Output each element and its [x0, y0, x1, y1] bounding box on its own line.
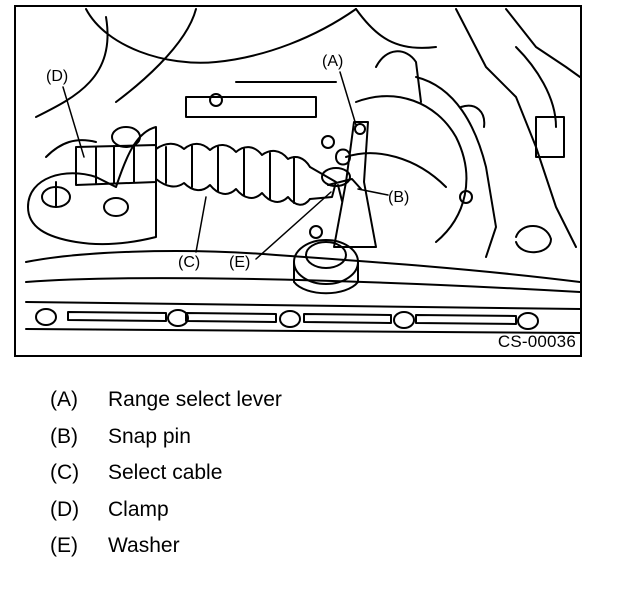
parts-legend: (A) Range select lever (B) Snap pin (C) …: [50, 388, 500, 571]
leader-c: [195, 196, 207, 253]
legend-text: Range select lever: [108, 388, 282, 411]
legend-item-b: (B) Snap pin: [50, 425, 500, 462]
leader-b: [357, 188, 389, 196]
callout-e: (E): [229, 254, 251, 271]
legend-text: Clamp: [108, 497, 169, 521]
leader-a: [339, 71, 357, 126]
legend-item-a: (A) Range select lever: [50, 388, 500, 425]
legend-text: Snap pin: [108, 424, 191, 448]
legend-key: (B): [50, 424, 78, 448]
clamp-bracket: [27, 126, 157, 246]
legend-text: Select cable: [108, 461, 223, 484]
snap-pin: [321, 167, 362, 202]
callout-d: (D): [46, 68, 69, 85]
leader-e: [255, 191, 332, 260]
legend-key: (D): [50, 497, 80, 521]
legend-key: (E): [50, 534, 78, 557]
transmission-illustration: [25, 8, 580, 334]
bolt-rail: [25, 301, 580, 334]
legend-key: (A): [50, 388, 78, 411]
legend-item-c: (C) Select cable: [50, 461, 500, 498]
diagram-figure: (D) (A) (B) (C) (E) CS-00036: [14, 5, 582, 357]
legend-text: Washer: [108, 534, 180, 557]
housing-outline: [25, 8, 580, 293]
legend-key: (C): [50, 461, 80, 484]
leader-lines: [62, 71, 389, 260]
leader-d: [62, 86, 85, 158]
legend-item-e: (E) Washer: [50, 534, 500, 571]
callout-b: (B): [388, 189, 410, 206]
legend-item-d: (D) Clamp: [50, 498, 500, 535]
select-cable: [75, 142, 337, 206]
figure-code: CS-00036: [497, 332, 576, 351]
callout-c: (C): [178, 254, 201, 271]
range-select-lever: [293, 121, 377, 295]
callout-a: (A): [322, 53, 344, 70]
